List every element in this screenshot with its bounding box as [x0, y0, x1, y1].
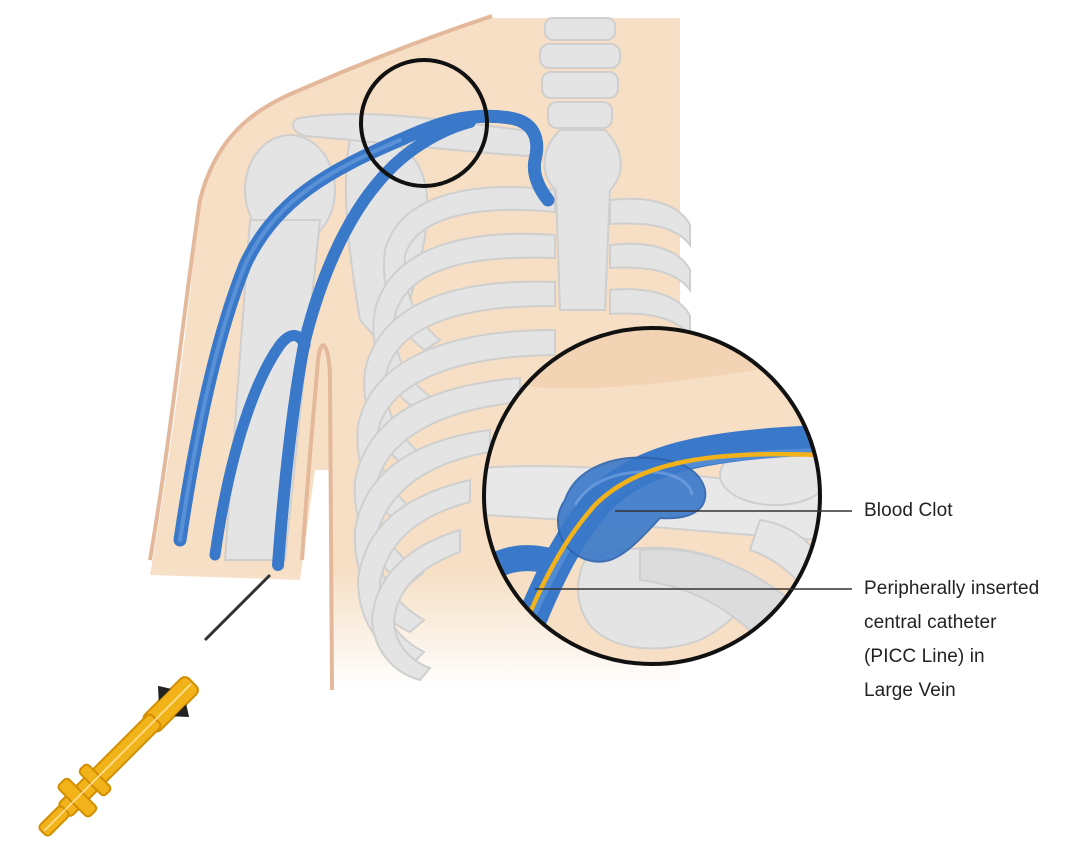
ribs [353, 186, 556, 682]
picc-line-label-line-2: central catheter [864, 612, 997, 633]
picc-line-label-line-4: Large Vein [864, 680, 956, 701]
sternum [543, 129, 622, 311]
armpit-outline [300, 343, 334, 691]
picc-line-label-line-3: (PICC Line) in [864, 646, 985, 667]
basilic-vein [272, 116, 476, 571]
picc-line-label: Peripherally inserted central catheter (… [864, 572, 1080, 708]
leader-lines [535, 510, 852, 590]
picc-line-label-line-1: Peripherally inserted [864, 578, 1040, 599]
magnified-view [482, 326, 822, 666]
zoom-circle-icon [359, 58, 489, 188]
picc-catheter-line [507, 451, 820, 661]
veins [173, 109, 555, 571]
brachial-vein [209, 330, 311, 561]
ribs-right [609, 197, 691, 339]
blood-clot-label: Blood Clot [864, 500, 953, 521]
vertebrae [539, 17, 621, 129]
shoulder-outline [148, 14, 493, 561]
skeleton [223, 17, 691, 682]
picc-catheter-hub-icon [38, 573, 272, 837]
